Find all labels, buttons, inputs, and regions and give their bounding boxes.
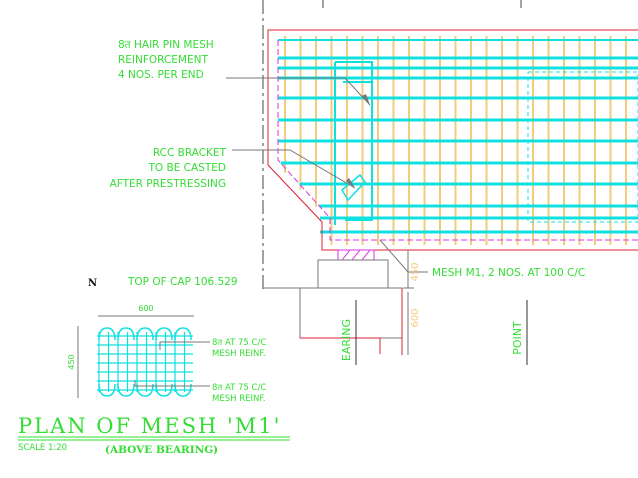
hairpin-line-3: 4 NOS. PER END (118, 69, 204, 81)
mesh-plan: 600 450 8त AT 75 C/C MESH REINF. 8त AT 7… (18, 304, 290, 456)
hairpin-leader (226, 77, 371, 106)
mesh-loop (136, 327, 154, 341)
mesh-reinf-1-line-1: 8त AT 75 C/C (212, 338, 266, 348)
dashed-detail-box (527, 71, 638, 223)
top-of-cap-label: TOP OF CAP 106.529 (127, 276, 238, 288)
hairpin-line-2: REINFORCEMENT (118, 54, 208, 66)
mesh-loop (117, 327, 135, 341)
hairpin-detail (341, 173, 366, 202)
bracket-line-3: AFTER PRESTRESSING (110, 178, 226, 190)
dim-600-label: 600 (410, 308, 421, 327)
hairpin-annotation: 8त HAIR PIN MESH REINFORCEMENT 4 NOS. PE… (118, 39, 214, 81)
mesh-subtitle: (ABOVE BEARING) (105, 444, 218, 456)
mesh-reinf-2-line-2: MESH REINF. (212, 394, 266, 404)
mesh-loop (155, 327, 173, 341)
bearing-hatch-3 (361, 249, 371, 261)
mesh-reinf-2-line-1: 8त AT 75 C/C (212, 383, 266, 393)
bracket-line-1: RCC BRACKET (153, 147, 227, 159)
mesh-grid (97, 332, 193, 392)
mesh-callout: MESH M1, 2 NOS. AT 100 C/C (432, 267, 585, 279)
dim-450-label: 450 (410, 262, 421, 281)
mesh-reinf-2: 8त AT 75 C/C MESH REINF. (212, 383, 266, 404)
mesh-leader-2 (134, 380, 210, 387)
bearing-hatch-1 (341, 249, 351, 261)
bracket-leader (232, 149, 356, 189)
mesh-reinf-1-line-2: MESH REINF. (212, 349, 266, 359)
mesh-scale: SCALE 1:20 (18, 443, 67, 453)
cap-outline-red (300, 337, 381, 354)
hairpin-line-1: 8त HAIR PIN MESH (118, 39, 214, 51)
bracket-annotation: RCC BRACKET TO BE CASTED AFTER PRESTRESS… (110, 147, 227, 190)
point-label: POINT (511, 321, 524, 355)
mesh-loop (174, 327, 192, 341)
hairpin-mesh-shape (334, 61, 373, 225)
bearing-hatch-2 (351, 249, 361, 261)
bracket-arrow (346, 178, 355, 188)
bracket-line-2: TO BE CASTED (147, 162, 226, 174)
hairpin-arrow (362, 94, 370, 105)
mesh-plan-title: PLAN OF MESH 'M1' (18, 414, 281, 438)
mesh-dim-width: 600 (138, 304, 153, 313)
pedestal (317, 259, 389, 289)
mesh-dim-height: 450 (67, 354, 76, 369)
bearing-label: EARING (340, 319, 353, 361)
mesh-leader-1 (159, 341, 210, 350)
mesh-reinf-1: 8त AT 75 C/C MESH REINF. (212, 338, 266, 359)
north-mark: N (88, 278, 97, 289)
mesh-loop (98, 327, 116, 341)
